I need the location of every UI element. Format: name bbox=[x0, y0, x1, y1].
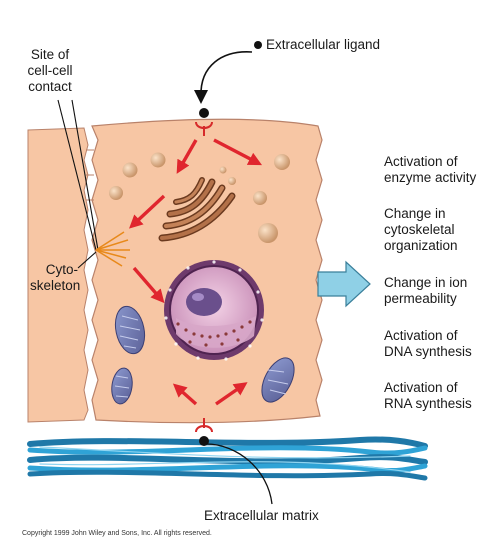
matrix-pointer bbox=[205, 443, 273, 505]
cell-junction bbox=[86, 149, 94, 201]
contact-pointer bbox=[57, 99, 99, 251]
surface-receptor bbox=[195, 108, 213, 136]
effect-enzyme-activity: Activation of enzyme activity bbox=[384, 154, 477, 185]
site-of-contact-label: Site of cell-cell contact bbox=[27, 47, 73, 94]
ligand-pointer bbox=[200, 51, 253, 97]
mitochondrion bbox=[114, 305, 146, 355]
output-arrow bbox=[317, 260, 371, 308]
mitochondrion bbox=[261, 357, 295, 403]
vesicles bbox=[109, 152, 290, 243]
effect-dna-synthesis: Activation of DNA synthesis bbox=[384, 328, 472, 359]
mitochondrion bbox=[111, 367, 133, 405]
effect-cytoskeletal-organization: Change in cytoskeletal organization bbox=[384, 206, 458, 253]
nucleus bbox=[164, 260, 264, 361]
nucleolus bbox=[186, 288, 222, 316]
effect-rna-synthesis: Activation of RNA synthesis bbox=[384, 380, 472, 411]
golgi-apparatus bbox=[158, 177, 236, 242]
cytoskeleton-pointer bbox=[77, 251, 97, 269]
copyright: Copyright 1999 John Wiley and Sons, Inc.… bbox=[22, 530, 212, 537]
neighbor-cell bbox=[27, 127, 89, 423]
extracellular-matrix-label: Extracellular matrix bbox=[204, 508, 319, 523]
extracellular-ligand-label: Extracellular ligand bbox=[266, 37, 381, 52]
cytoskeleton bbox=[95, 231, 130, 267]
ligand-pointer-head bbox=[194, 90, 208, 104]
ligand-bullet bbox=[254, 41, 262, 49]
signal-arrows bbox=[129, 138, 263, 406]
effect-ion-permeability: Change in ion permeability bbox=[384, 275, 468, 306]
extracellular-matrix-fibers bbox=[27, 436, 428, 481]
cytoskeleton-label: Cyto- skeleton bbox=[30, 262, 81, 293]
